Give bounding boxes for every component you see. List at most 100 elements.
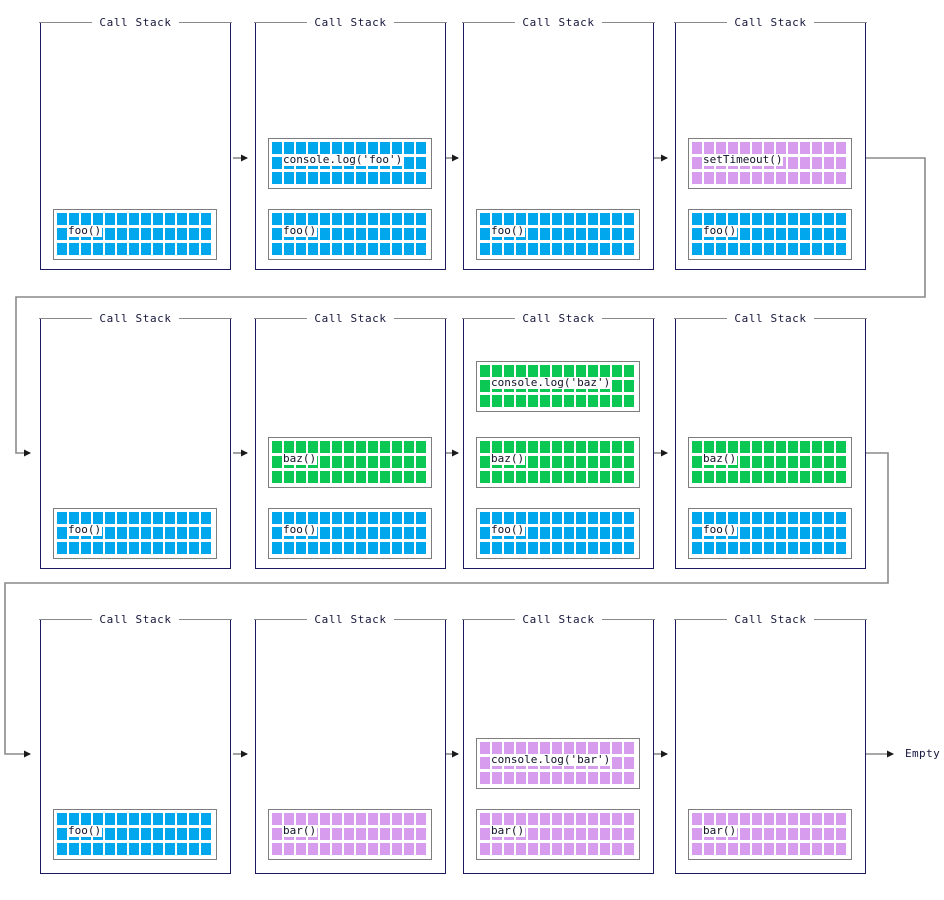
stack-frame-tile-row	[272, 441, 428, 453]
stack-frame-label: foo()	[702, 523, 738, 536]
stack-frame-tile-row	[692, 142, 848, 154]
stack-frame: foo()	[268, 209, 432, 260]
stack-frame-tile-row	[480, 542, 636, 554]
stack-frame: console.log('foo')	[268, 138, 432, 189]
stack-frame-tile-row	[272, 172, 428, 184]
stack-frame-tile-row	[692, 172, 848, 184]
stack-frame-label: foo()	[282, 523, 318, 536]
stack-frame-label: setTimeout()	[702, 153, 784, 166]
stack-area: bar()	[676, 620, 865, 873]
stack-frame: foo()	[53, 809, 217, 860]
stack-frame-tile-row	[480, 243, 636, 255]
stack-area: baz() foo()	[256, 319, 445, 568]
stack-area: baz() foo()	[676, 319, 865, 568]
stack-frame-tile-row	[480, 843, 636, 855]
stack-frame: foo()	[688, 209, 852, 260]
stack-frame-texture	[692, 512, 848, 554]
stack-frame: foo()	[268, 508, 432, 559]
stack-frame: baz()	[476, 437, 640, 488]
stack-area: console.log('baz') baz() foo()	[464, 319, 653, 568]
stack-area: foo()	[41, 319, 230, 568]
empty-label: Empty	[905, 747, 941, 760]
stack-frame-tile-row	[272, 243, 428, 255]
stack-frame-tile-row	[692, 243, 848, 255]
stack-frame: console.log('baz')	[476, 361, 640, 412]
stack-frame: console.log('bar')	[476, 738, 640, 789]
stack-frame: foo()	[53, 209, 217, 260]
stack-area: console.log('bar') bar()	[464, 620, 653, 873]
stack-frame-tile-row	[692, 813, 848, 825]
stack-frame-tile-row	[692, 471, 848, 483]
stack-frame-tile-row	[57, 243, 213, 255]
stack-frame-label: console.log('baz')	[490, 376, 612, 389]
stack-frame-tile-row	[480, 395, 636, 407]
stack-frame-tile-row	[57, 512, 213, 524]
stack-frame-tile-row	[480, 813, 636, 825]
wrap-row2-to-row3	[4, 452, 889, 758]
stack-frame-texture	[692, 813, 848, 855]
stack-frame-tile-row	[480, 213, 636, 225]
stack-frame-tile-row	[692, 441, 848, 453]
stack-frame-label: foo()	[490, 523, 526, 536]
stack-frame-texture	[692, 142, 848, 184]
stack-area: console.log('foo') foo()	[256, 23, 445, 269]
stack-frame-tile-row	[480, 772, 636, 784]
stack-frame: foo()	[688, 508, 852, 559]
stack-frame-tile-row	[272, 142, 428, 154]
stack-frame-texture	[480, 512, 636, 554]
stack-frame-label: foo()	[67, 523, 103, 536]
stack-frame-tile-row	[272, 542, 428, 554]
stack-frame-tile-row	[692, 512, 848, 524]
stack-frame: baz()	[268, 437, 432, 488]
stack-frame-tile-row	[692, 213, 848, 225]
stack-area: foo()	[41, 620, 230, 873]
stack-frame-label: baz()	[702, 452, 738, 465]
stack-frame-tile-row	[692, 542, 848, 554]
stack-frame-label: console.log('foo')	[282, 153, 404, 166]
stack-frame: bar()	[268, 809, 432, 860]
stack-frame-tile-row	[480, 512, 636, 524]
stack-area: foo()	[41, 23, 230, 269]
stack-frame-tile-row	[272, 813, 428, 825]
stack-frame-label: foo()	[67, 824, 103, 837]
stack-frame-label: bar()	[490, 824, 526, 837]
stack-frame-label: foo()	[282, 224, 318, 237]
stack-frame-label: foo()	[67, 224, 103, 237]
stack-area: foo()	[464, 23, 653, 269]
stack-frame-label: bar()	[282, 824, 318, 837]
stack-area: setTimeout() foo()	[676, 23, 865, 269]
stack-frame-label: foo()	[490, 224, 526, 237]
stack-frame: foo()	[476, 508, 640, 559]
stack-frame-label: baz()	[490, 452, 526, 465]
stack-frame-tile-row	[480, 742, 636, 754]
stack-frame: setTimeout()	[688, 138, 852, 189]
stack-frame-tile-row	[480, 365, 636, 377]
stack-frame-tile-row	[57, 213, 213, 225]
stack-frame: foo()	[53, 508, 217, 559]
stack-frame-label: bar()	[702, 824, 738, 837]
stack-frame-tile-row	[480, 441, 636, 453]
wrap-row1-to-row2	[15, 157, 926, 457]
stack-frame-tile-row	[272, 512, 428, 524]
stack-frame-tile-row	[57, 813, 213, 825]
stack-frame-label: baz()	[282, 452, 318, 465]
stack-frame-tile-row	[272, 213, 428, 225]
stack-frame-texture	[692, 213, 848, 255]
stack-frame-label: foo()	[702, 224, 738, 237]
stack-frame: bar()	[688, 809, 852, 860]
stack-frame: foo()	[476, 209, 640, 260]
stack-frame: baz()	[688, 437, 852, 488]
